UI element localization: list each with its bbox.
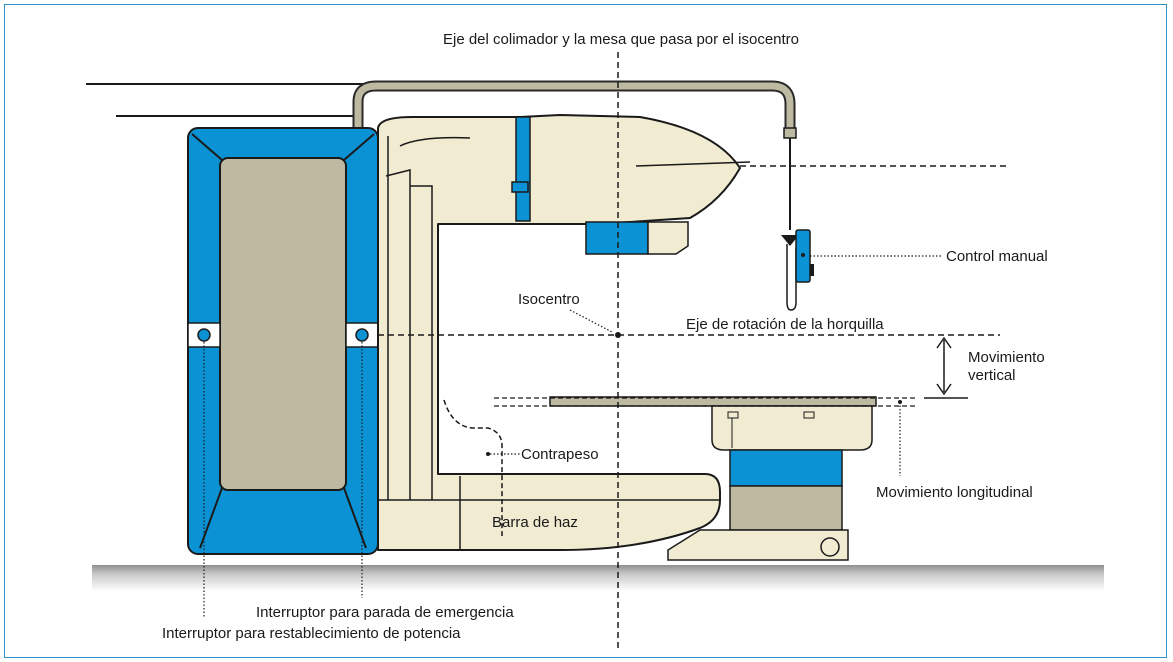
label-longitudinal-motion: Movimiento longitudinal <box>876 484 1033 501</box>
label-emergency-stop: Interruptor para parada de emergencia <box>256 604 514 621</box>
label-vertical-motion-2: vertical <box>968 367 1016 384</box>
gantry <box>377 114 751 551</box>
label-isocenter: Isocentro <box>518 291 580 308</box>
power-reset-switch <box>197 328 211 342</box>
label-hand-control: Control manual <box>946 248 1048 265</box>
label-counterweight: Contrapeso <box>521 446 599 463</box>
label-collimator-axis: Eje del colimador y la mesa que pasa por… <box>443 31 799 48</box>
floor <box>92 565 1104 591</box>
hand-control-device <box>781 138 814 311</box>
modulator-cabinet <box>187 127 379 555</box>
treatment-couch <box>549 396 877 561</box>
label-power-reset: Interruptor para restablecimiento de pot… <box>162 625 461 642</box>
label-beam-stopper: Barra de haz <box>492 514 578 531</box>
emergency-stop-switch <box>355 328 369 342</box>
collimator-accessory <box>585 221 649 255</box>
vertical-motion-arrow <box>936 336 952 396</box>
collimator-band <box>515 116 531 222</box>
label-vertical-motion-1: Movimiento <box>968 349 1045 366</box>
label-gantry-axis: Eje de rotación de la horquilla <box>686 316 884 333</box>
